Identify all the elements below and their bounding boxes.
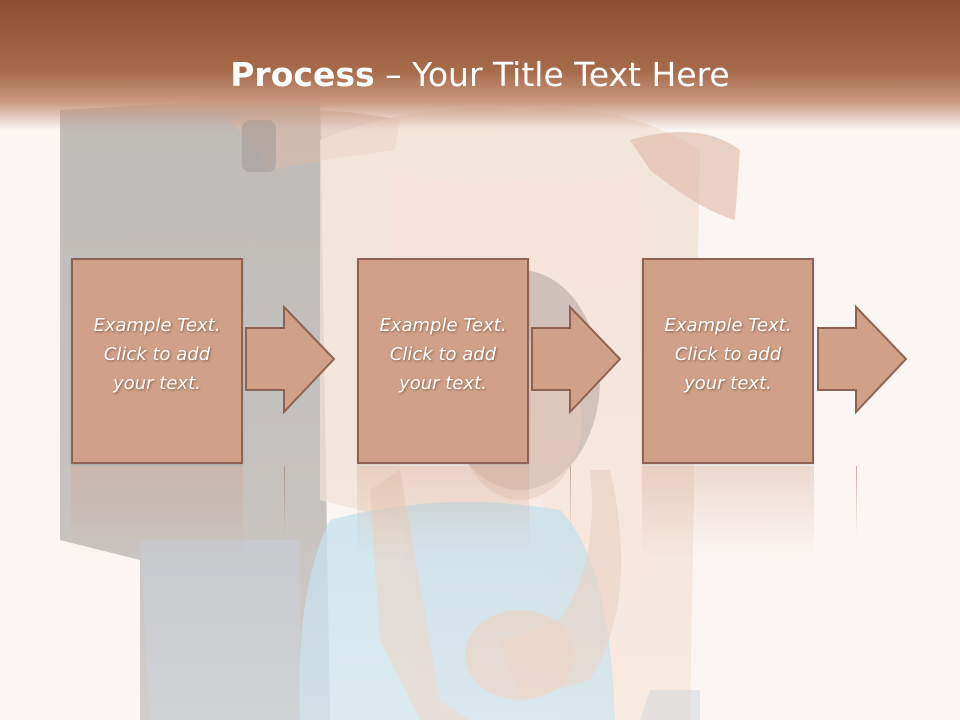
arrow-2-reflection xyxy=(570,466,571,536)
title-bold-part: Process xyxy=(230,55,375,94)
step-2-line-1: Example Text. xyxy=(379,314,507,336)
process-step-1[interactable]: Example Text. Click to add your text. xyxy=(71,258,243,464)
step-2-line-3: your text. xyxy=(399,372,487,394)
right-arrow-icon xyxy=(817,304,908,415)
step-3-line-3: your text. xyxy=(684,372,772,394)
step-2-line-2: Click to add xyxy=(389,343,497,365)
step-1-line-3: your text. xyxy=(113,372,201,394)
step-1-line-2: Click to add xyxy=(103,343,211,365)
step-2-text[interactable]: Example Text. Click to add your text. xyxy=(368,311,518,398)
step-2-reflection xyxy=(357,466,529,556)
arrow-1-reflection xyxy=(284,466,285,536)
step-3-line-1: Example Text. xyxy=(664,314,792,336)
step-1-reflection xyxy=(71,466,243,556)
right-arrow-icon xyxy=(245,304,336,415)
arrow-3-reflection xyxy=(856,466,857,536)
step-3-text[interactable]: Example Text. Click to add your text. xyxy=(653,311,803,398)
title-banner xyxy=(0,0,960,130)
process-step-2[interactable]: Example Text. Click to add your text. xyxy=(357,258,529,464)
process-step-3[interactable]: Example Text. Click to add your text. xyxy=(642,258,814,464)
step-1-line-1: Example Text. xyxy=(93,314,221,336)
slide-title[interactable]: Process – Your Title Text Here xyxy=(0,53,960,97)
step-1-text[interactable]: Example Text. Click to add your text. xyxy=(82,311,232,398)
title-rest: – Your Title Text Here xyxy=(374,55,730,94)
right-arrow-icon xyxy=(531,304,622,415)
step-3-line-2: Click to add xyxy=(674,343,782,365)
step-3-reflection xyxy=(642,466,814,556)
